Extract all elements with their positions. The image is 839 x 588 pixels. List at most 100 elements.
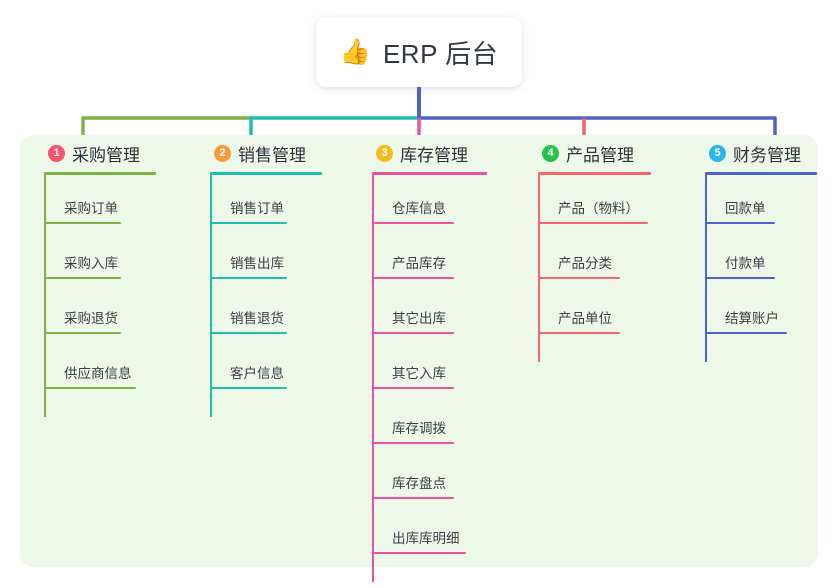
- branch-item[interactable]: 采购入库: [36, 252, 121, 279]
- branch-item-label: 采购退货: [64, 311, 118, 326]
- branch-item-underline: [372, 387, 454, 389]
- branch-title: 库存管理: [400, 145, 468, 165]
- branch-item-underline: [538, 332, 620, 334]
- branch-item[interactable]: 供应商信息: [36, 362, 136, 389]
- branch-item-label: 销售订单: [230, 201, 284, 216]
- thumbs-up-icon: 👍: [339, 37, 371, 66]
- branch-rail: [372, 175, 374, 582]
- branch-item[interactable]: 产品单位: [530, 307, 620, 334]
- branch-item-label: 仓库信息: [392, 201, 446, 216]
- content-panel: [20, 135, 818, 567]
- branch-item-label: 产品分类: [558, 256, 612, 271]
- branch-item-label: 库存盘点: [392, 476, 446, 491]
- branch-item-label: 产品（物料）: [558, 201, 639, 216]
- branch-item-label: 结算账户: [725, 311, 779, 326]
- branch-items: 仓库信息产品库存其它出库其它入库库存调拨库存盘点出库库明细: [364, 175, 519, 582]
- branch-item-label: 客户信息: [230, 366, 284, 381]
- root-title: ERP 后台: [382, 38, 499, 69]
- branch-item-underline: [372, 332, 454, 334]
- branch-header-5[interactable]: 5 财务管理: [697, 140, 827, 166]
- branch-item-underline: [210, 277, 287, 279]
- root-node[interactable]: 👍 ERP 后台: [316, 17, 522, 87]
- branch-header-3[interactable]: 3 库存管理: [364, 140, 519, 166]
- branch-item-underline: [372, 497, 454, 499]
- branch-item-underline: [705, 332, 787, 334]
- branch-item[interactable]: 销售订单: [202, 197, 287, 224]
- branch-items: 采购订单采购入库采购退货供应商信息: [36, 175, 186, 417]
- branch-item-underline: [44, 277, 121, 279]
- branch-item-label: 付款单: [725, 256, 766, 271]
- branch-column-1: 1 采购管理采购订单采购入库采购退货供应商信息: [36, 140, 186, 417]
- branch-item[interactable]: 库存调拨: [364, 417, 454, 444]
- branch-item[interactable]: 库存盘点: [364, 472, 454, 499]
- branch-item-underline: [44, 332, 121, 334]
- branch-title: 财务管理: [733, 145, 801, 165]
- branch-item[interactable]: 其它出库: [364, 307, 454, 334]
- branch-item-underline: [538, 277, 620, 279]
- branch-rail: [210, 175, 212, 417]
- root-node-content: 👍 ERP 后台: [340, 34, 498, 71]
- branch-underline: [705, 172, 817, 175]
- branch-item-label: 出库库明细: [392, 531, 460, 546]
- branch-item-label: 产品库存: [392, 256, 446, 271]
- branch-underline: [210, 172, 322, 175]
- branch-underline: [538, 172, 651, 175]
- branch-rail: [44, 175, 46, 417]
- branch-item[interactable]: 结算账户: [697, 307, 787, 334]
- branch-header-2[interactable]: 2 销售管理: [202, 140, 352, 166]
- branch-header-4[interactable]: 4 产品管理: [530, 140, 680, 166]
- branch-column-3: 3 库存管理仓库信息产品库存其它出库其它入库库存调拨库存盘点出库库明细: [364, 140, 519, 582]
- branch-item[interactable]: 仓库信息: [364, 197, 454, 224]
- branch-column-5: 5 财务管理回款单付款单结算账户: [697, 140, 827, 362]
- branch-underline: [44, 172, 156, 175]
- branch-item-label: 销售退货: [230, 311, 284, 326]
- branch-number-badge: 2: [214, 144, 231, 162]
- branch-item[interactable]: 采购退货: [36, 307, 121, 334]
- branch-item-label: 销售出库: [230, 256, 284, 271]
- branch-item-label: 采购订单: [64, 201, 118, 216]
- branch-item[interactable]: 付款单: [697, 252, 775, 279]
- branch-underline: [372, 172, 487, 175]
- branch-item-underline: [210, 222, 287, 224]
- branch-item-label: 回款单: [725, 201, 766, 216]
- branch-item[interactable]: 产品（物料）: [530, 197, 648, 224]
- branch-item-label: 其它入库: [392, 366, 446, 381]
- branch-number-badge: 4: [542, 144, 559, 162]
- branch-item[interactable]: 客户信息: [202, 362, 287, 389]
- branch-item-underline: [538, 222, 648, 224]
- branch-item-underline: [372, 222, 454, 224]
- branch-item[interactable]: 出库库明细: [364, 527, 466, 554]
- branch-item[interactable]: 产品分类: [530, 252, 620, 279]
- branch-number-badge: 5: [709, 144, 726, 162]
- branch-number-badge: 1: [48, 144, 65, 162]
- branch-item-label: 供应商信息: [64, 366, 132, 381]
- branch-item-underline: [210, 332, 287, 334]
- branch-column-4: 4 产品管理产品（物料） 产品分类产品单位: [530, 140, 680, 362]
- branch-item-underline: [44, 387, 136, 389]
- branch-item-label: 产品单位: [558, 311, 612, 326]
- branch-title: 产品管理: [566, 145, 634, 165]
- branch-item[interactable]: 产品库存: [364, 252, 454, 279]
- branch-header-1[interactable]: 1 采购管理: [36, 140, 186, 166]
- branch-title: 销售管理: [238, 145, 306, 165]
- branch-item[interactable]: 其它入库: [364, 362, 454, 389]
- branch-item-underline: [372, 552, 466, 554]
- branch-rail: [705, 175, 707, 362]
- branch-item[interactable]: 销售出库: [202, 252, 287, 279]
- branch-item-underline: [210, 387, 287, 389]
- branch-title: 采购管理: [72, 145, 140, 165]
- branch-items: 销售订单销售出库销售退货客户信息: [202, 175, 352, 417]
- branch-column-2: 2 销售管理销售订单销售出库销售退货客户信息: [202, 140, 352, 417]
- branch-items: 回款单付款单结算账户: [697, 175, 827, 362]
- branch-item[interactable]: 采购订单: [36, 197, 121, 224]
- branch-items: 产品（物料） 产品分类产品单位: [530, 175, 680, 362]
- branch-rail: [538, 175, 540, 362]
- branch-number-badge: 3: [376, 144, 393, 162]
- branch-item-label: 采购入库: [64, 256, 118, 271]
- branch-item[interactable]: 销售退货: [202, 307, 287, 334]
- branch-item-label: 其它出库: [392, 311, 446, 326]
- branch-item-underline: [372, 277, 454, 279]
- branch-item-underline: [44, 222, 121, 224]
- branch-item[interactable]: 回款单: [697, 197, 775, 224]
